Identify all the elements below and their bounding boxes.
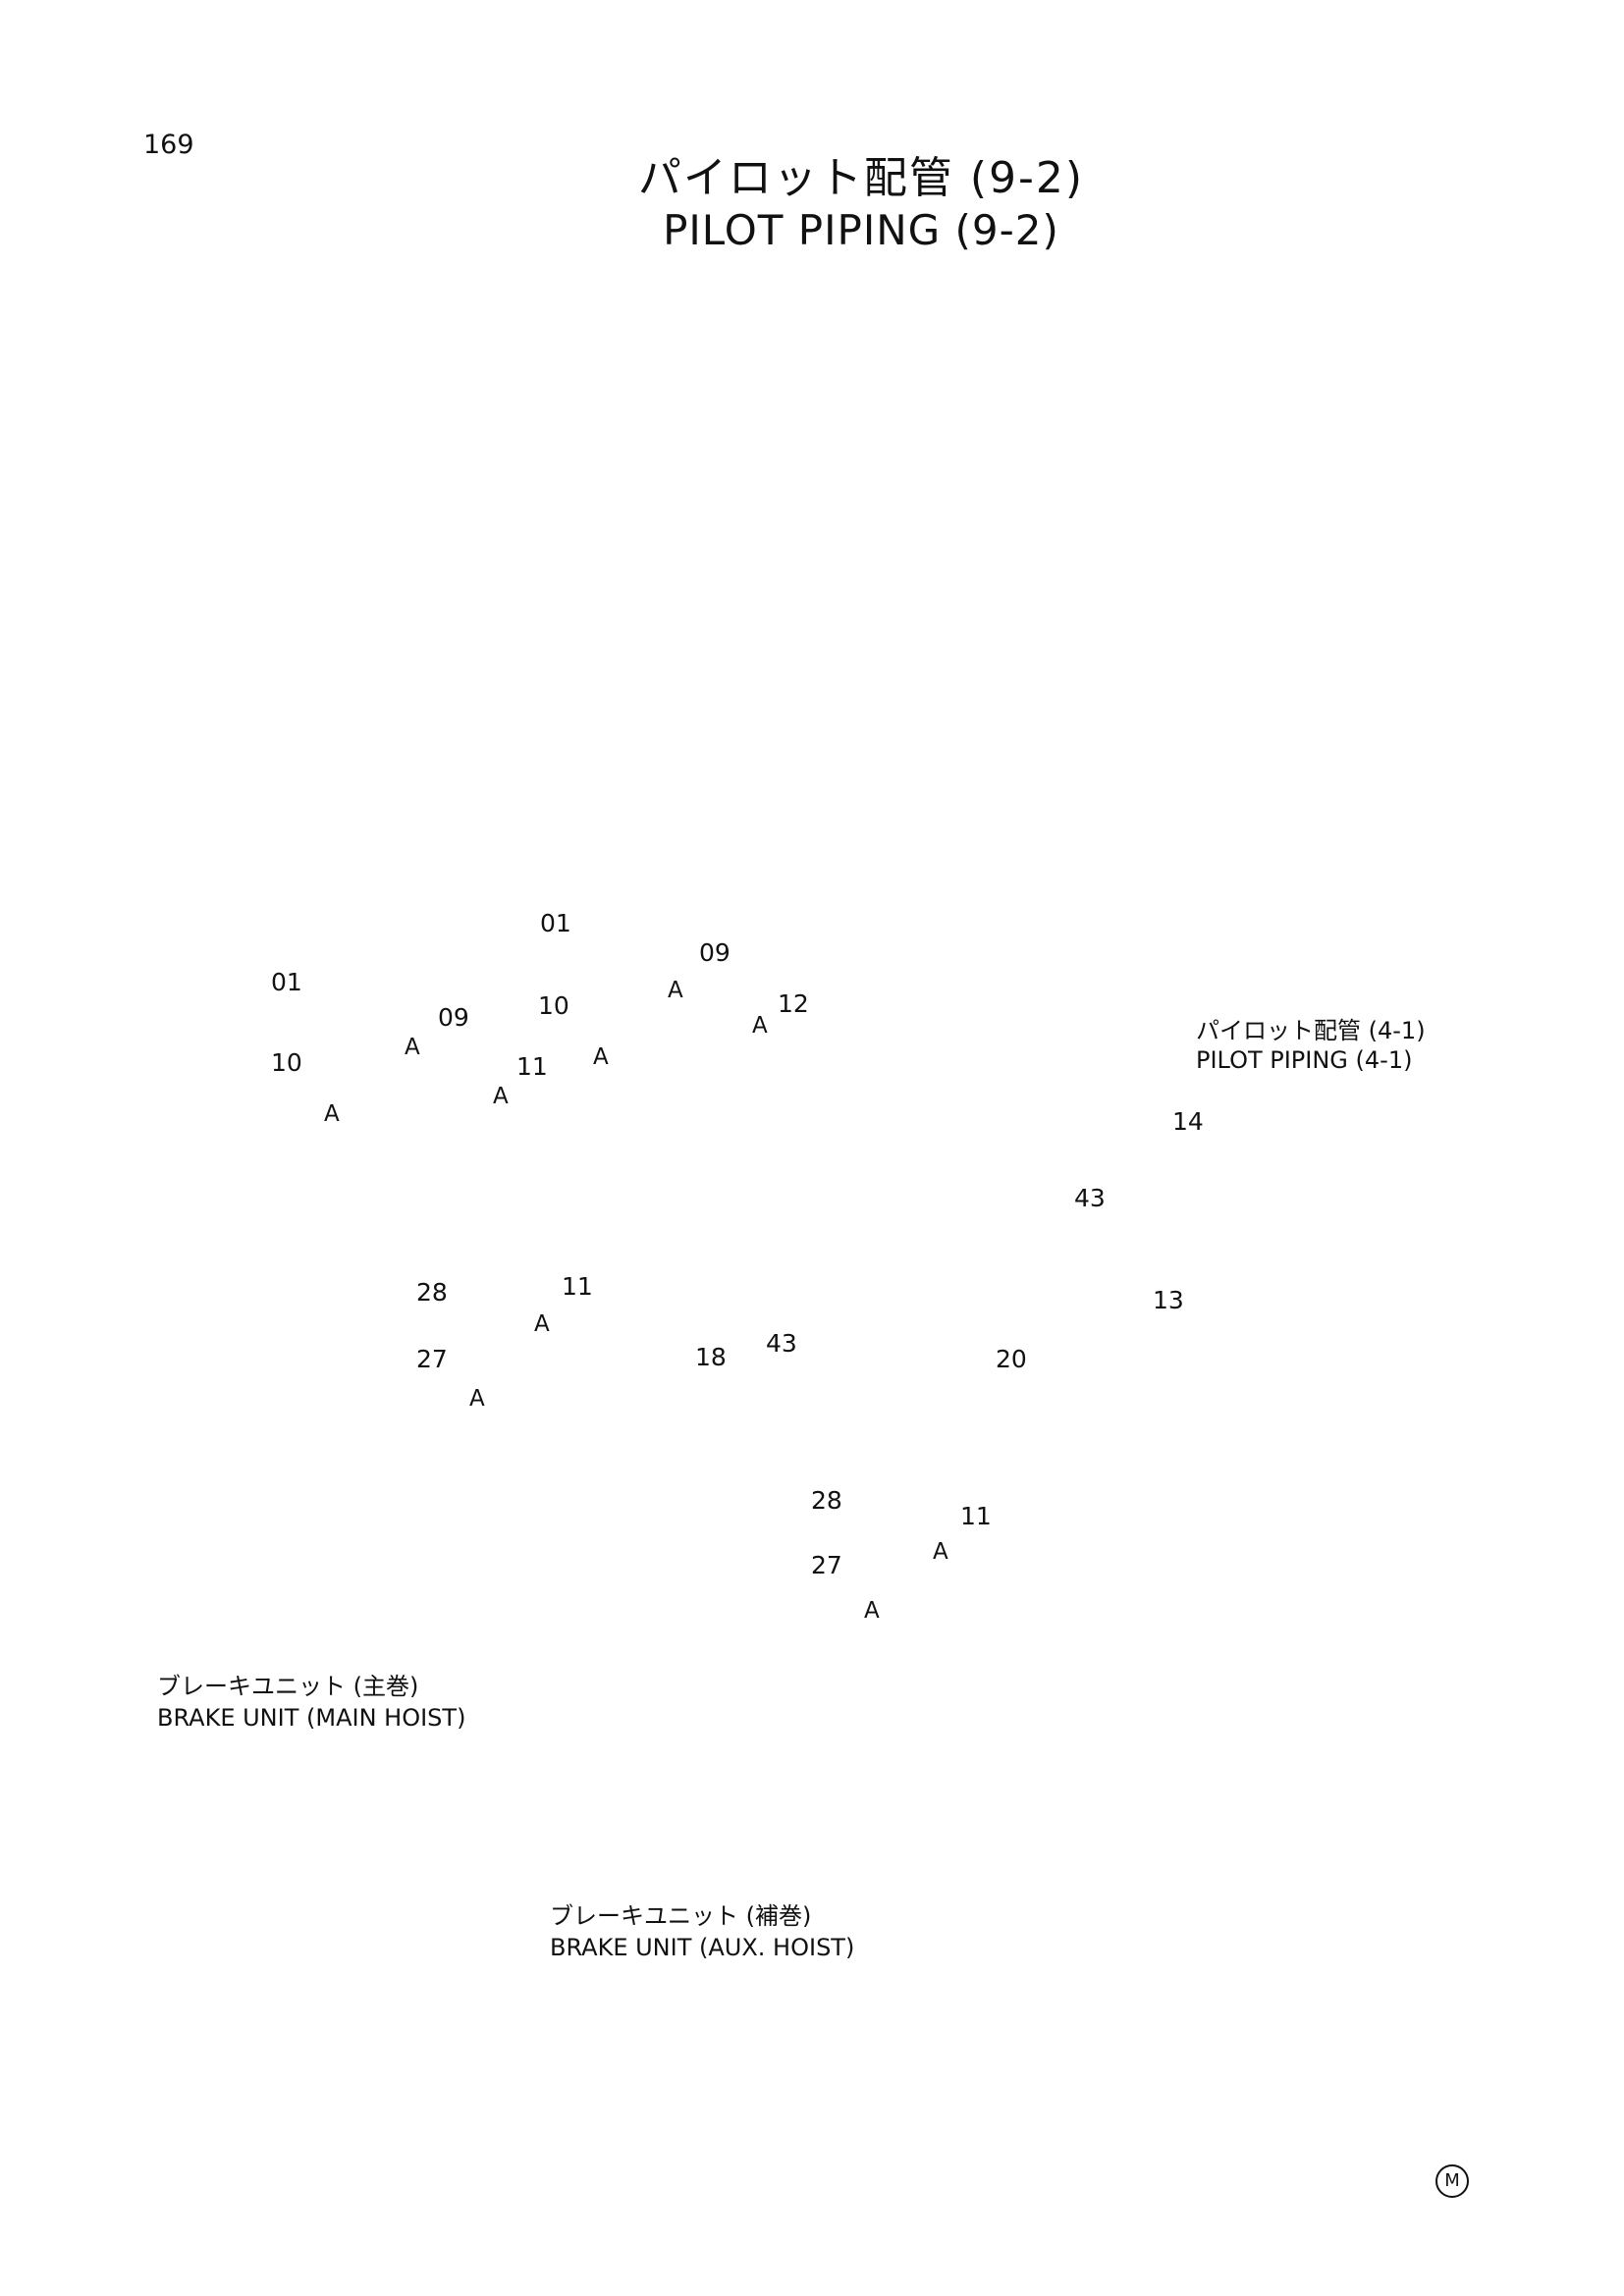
- part-number-14: 14: [1172, 1107, 1204, 1136]
- caption-aux-hoist-en: BRAKE UNIT (AUX. HOIST): [550, 1934, 855, 1961]
- connection-label-a: A: [752, 1013, 768, 1039]
- part-number-20: 20: [996, 1345, 1027, 1373]
- connection-label-a: A: [493, 1084, 509, 1109]
- part-number-18: 18: [695, 1343, 727, 1371]
- connection-label-a: A: [324, 1101, 340, 1127]
- connection-label-a: A: [668, 978, 683, 1003]
- part-number-11: 11: [516, 1052, 548, 1081]
- manufacturer-mark: M: [1435, 2164, 1469, 2198]
- part-number-11: 11: [562, 1272, 593, 1301]
- page-title-en: PILOT PIPING (9-2): [663, 206, 1059, 254]
- part-number-11: 11: [960, 1502, 992, 1530]
- brake-unit-main-hoist: [196, 1394, 609, 1659]
- connection-label-a: A: [933, 1539, 948, 1565]
- part-number-10: 10: [538, 991, 569, 1020]
- connection-label-a: A: [534, 1311, 550, 1337]
- page-number: 169: [143, 130, 194, 160]
- caption-aux-hoist-jp: ブレーキユニット (補巻): [550, 1902, 812, 1930]
- middle-valve-assembly: [577, 907, 835, 1993]
- part-number-28: 28: [416, 1278, 448, 1307]
- part-number-09: 09: [699, 938, 731, 967]
- part-number-12: 12: [778, 989, 809, 1018]
- part-number-13: 13: [1153, 1286, 1184, 1314]
- caption-main-hoist-jp: ブレーキユニット (主巻): [157, 1673, 419, 1700]
- part-number-43: 43: [766, 1329, 797, 1358]
- part-number-27: 27: [416, 1345, 448, 1373]
- caption-main-hoist-en: BRAKE UNIT (MAIN HOIST): [157, 1704, 466, 1732]
- part-number-28: 28: [811, 1486, 842, 1515]
- part-number-10: 10: [271, 1048, 302, 1077]
- reference-label-en: PILOT PIPING (4-1): [1196, 1046, 1413, 1074]
- page-title-jp: パイロット配管 (9-2): [637, 153, 1085, 203]
- part-number-27: 27: [811, 1551, 842, 1579]
- part-number-09: 09: [438, 1003, 469, 1032]
- connection-label-a: A: [405, 1035, 420, 1060]
- connection-label-a: A: [593, 1044, 609, 1070]
- connection-label-a: A: [469, 1386, 485, 1412]
- part-number-43: 43: [1074, 1184, 1106, 1212]
- winch-overview-illustration: [137, 236, 727, 864]
- part-number-01: 01: [271, 968, 302, 996]
- reference-label-jp: パイロット配管 (4-1): [1196, 1017, 1426, 1044]
- pilot-hoses: [560, 1080, 1463, 1347]
- connection-label-a: A: [864, 1598, 880, 1624]
- part-number-01: 01: [540, 909, 571, 937]
